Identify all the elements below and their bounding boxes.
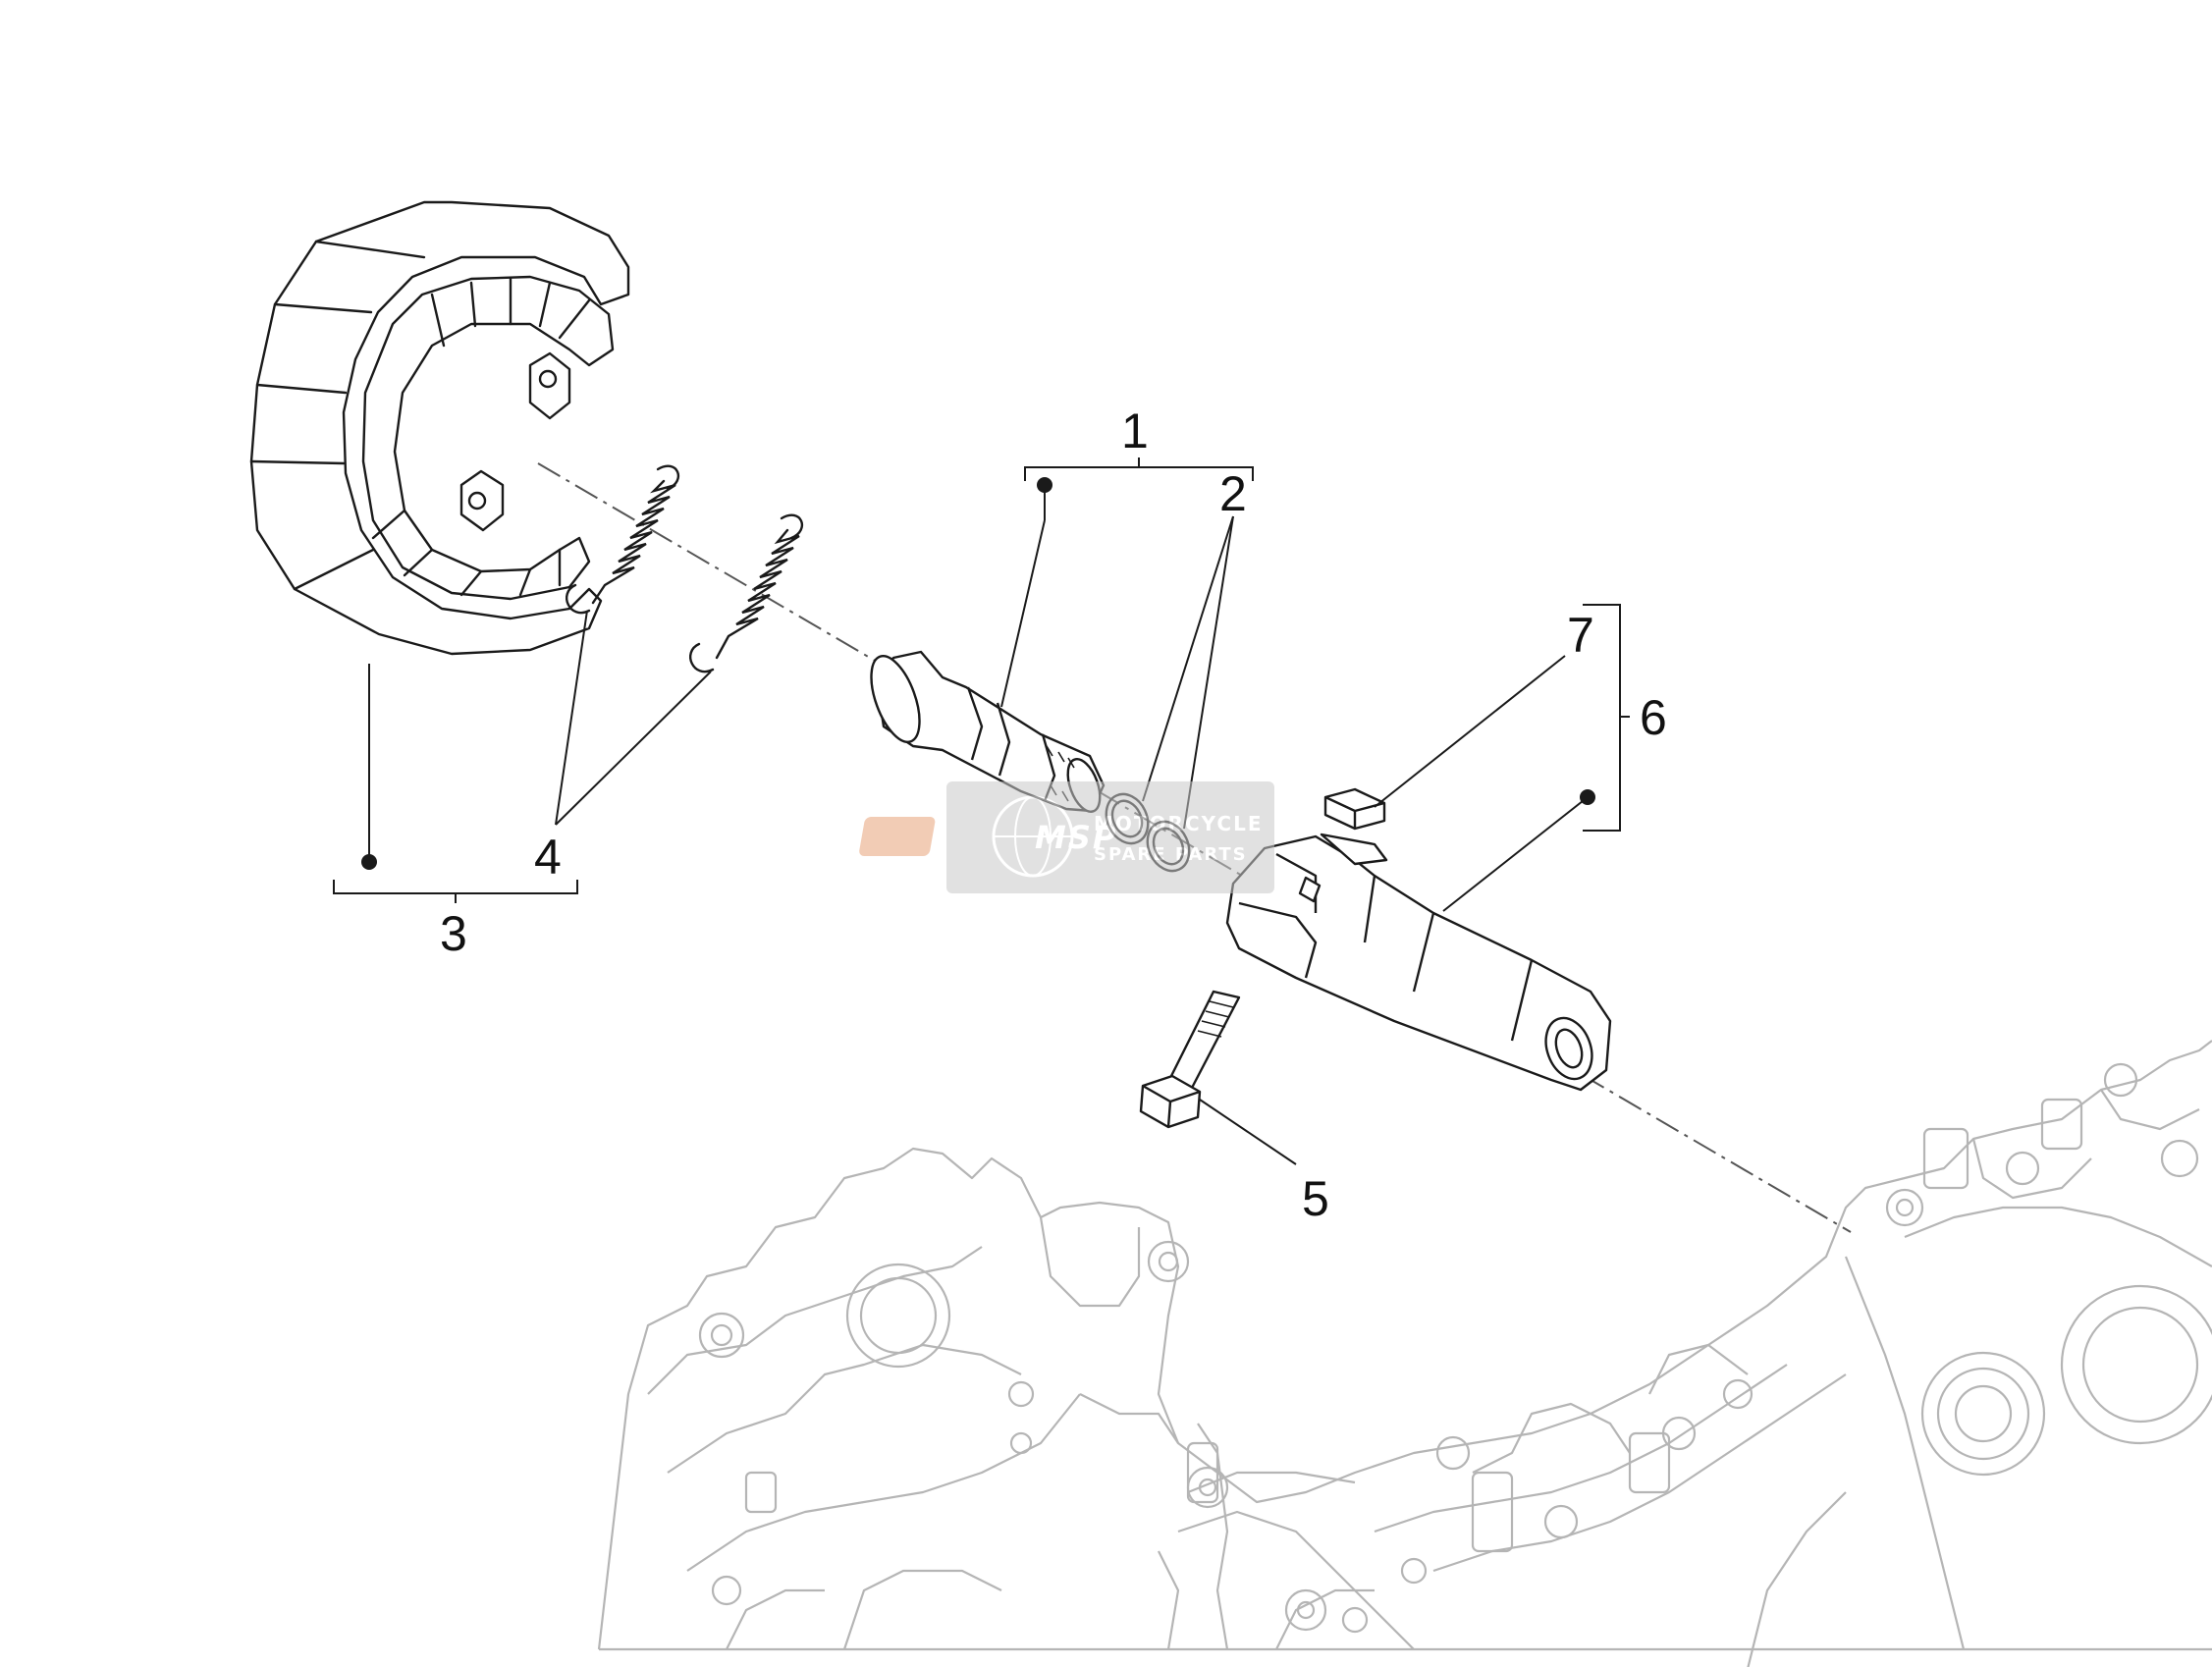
pinch-bolt-part xyxy=(1139,990,1241,1129)
callout-number-3: 3 xyxy=(440,906,467,961)
callout-number-5: 5 xyxy=(1302,1171,1329,1226)
callout-dots xyxy=(361,477,1595,870)
callout-leaders xyxy=(333,457,1630,1165)
callout-number-4: 4 xyxy=(534,830,562,885)
watermark-line-2: SPARE PARTS xyxy=(1094,844,1248,865)
watermark-line-1: MOTORCYCLE xyxy=(1094,812,1263,835)
assembly-axis-line xyxy=(537,462,1852,1233)
callout-number-1: 1 xyxy=(1121,403,1149,458)
brake-shoes-part xyxy=(249,200,630,656)
lever-clip-part xyxy=(1323,787,1386,831)
msp-watermark: MSP MOTORCYCLE SPARE PARTS xyxy=(859,781,1274,893)
return-springs-part xyxy=(565,464,803,673)
callout-number-7: 7 xyxy=(1567,608,1594,663)
callout-number-6: 6 xyxy=(1640,690,1667,745)
callout-number-2: 2 xyxy=(1219,466,1247,521)
brake-lever-part xyxy=(1225,833,1612,1092)
watermark-logo-text: MSP xyxy=(1035,819,1117,856)
engine-case-outline xyxy=(597,1040,2212,1667)
